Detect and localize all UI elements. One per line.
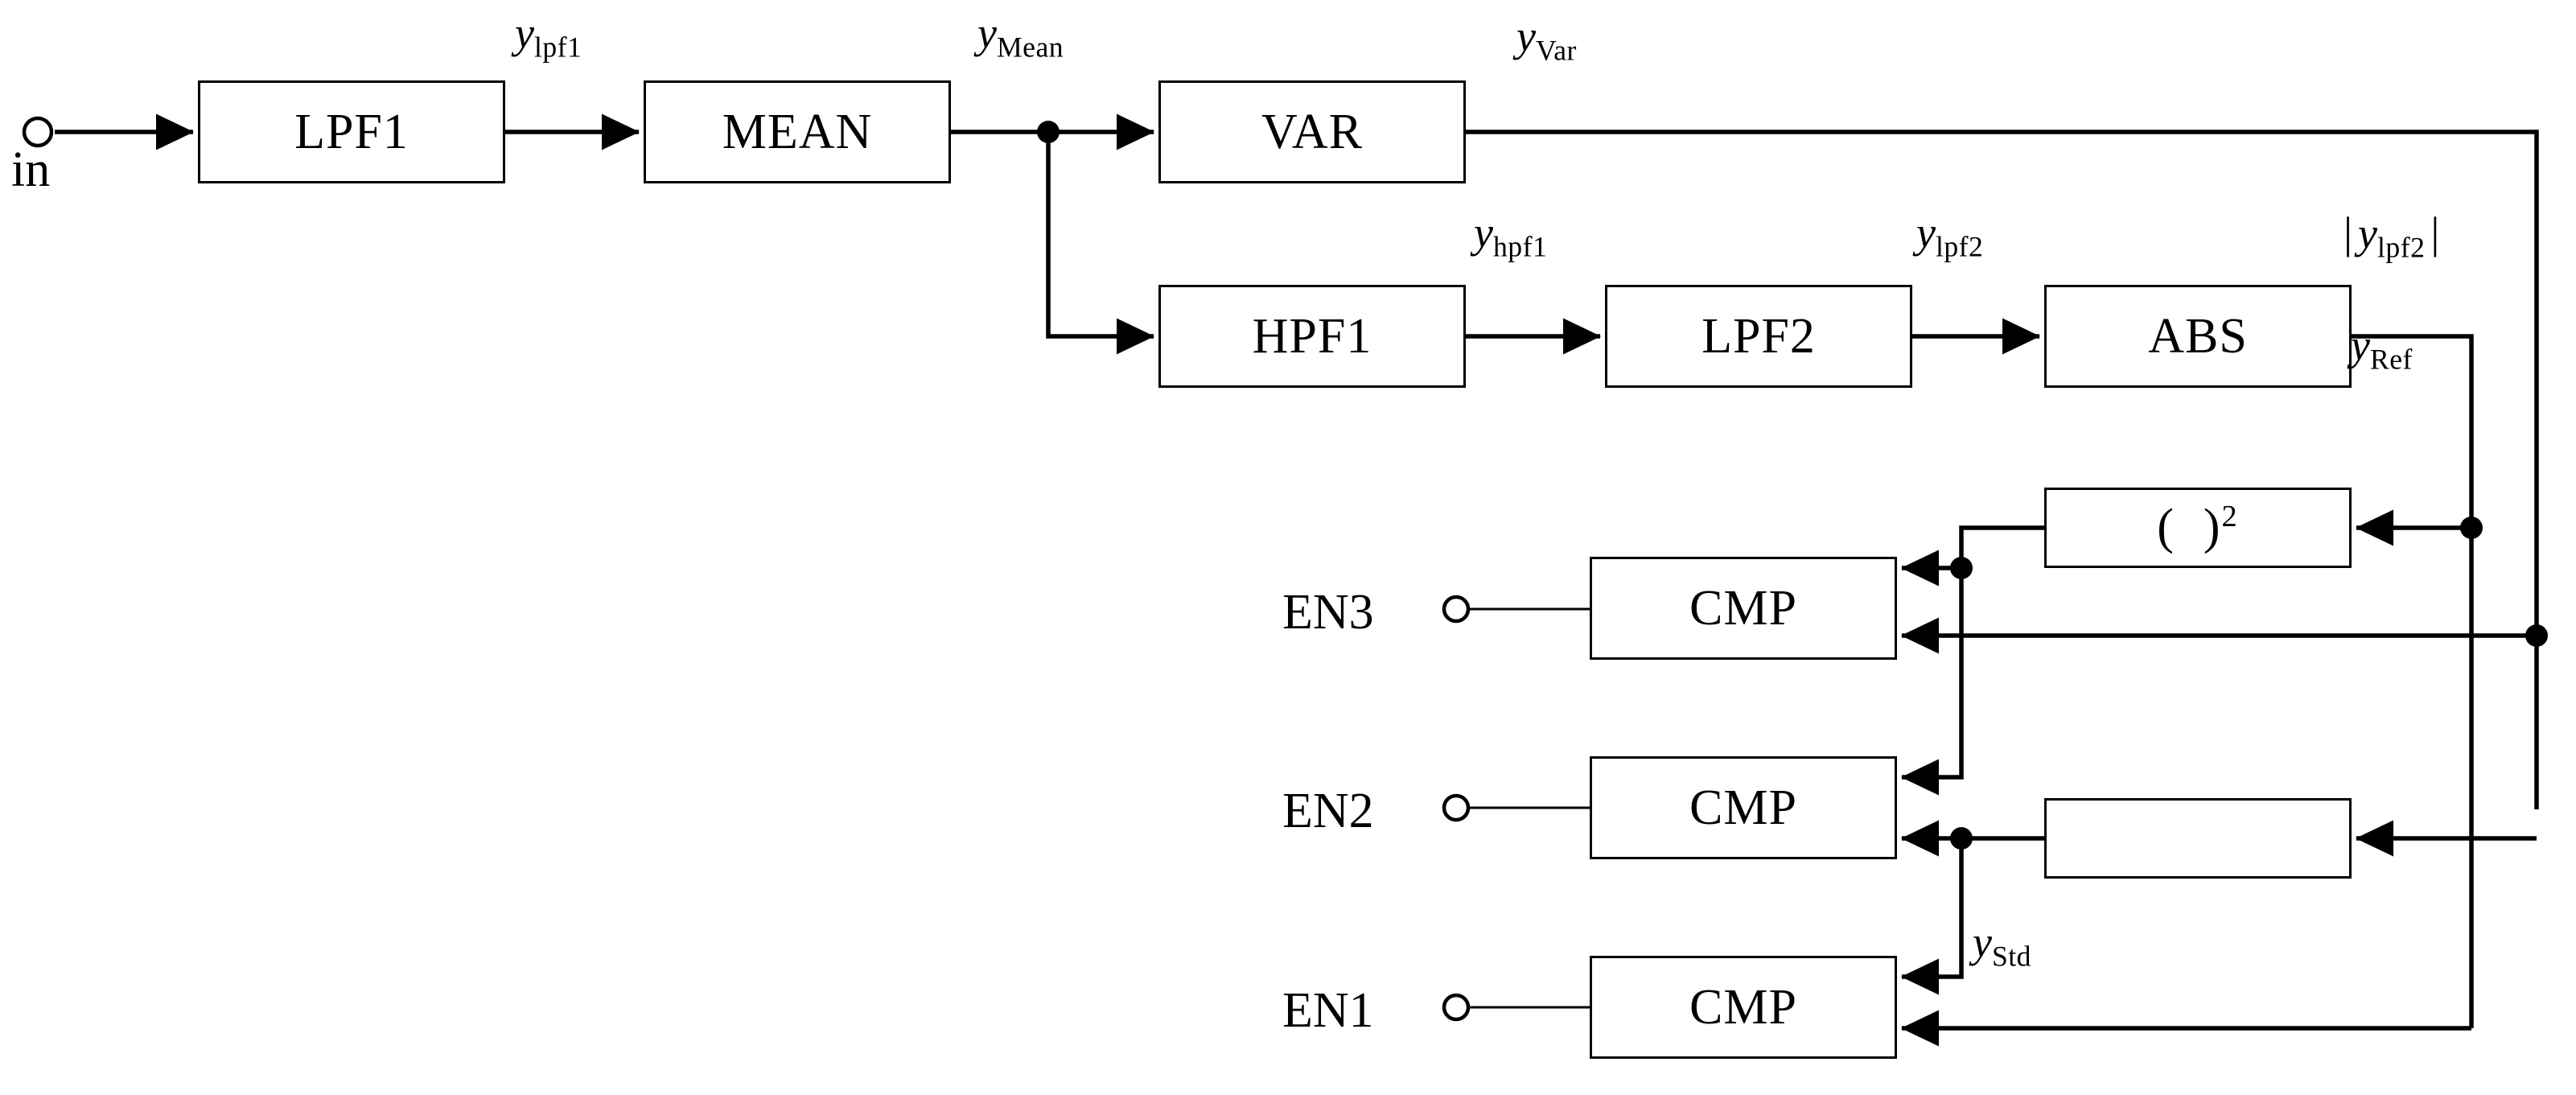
signal-abs-y-lpf2-sub: lpf2: [2377, 231, 2426, 264]
abs-bar-right: |: [2430, 208, 2440, 257]
signal-label-abs-y-lpf2: |ylpf2|: [2338, 208, 2445, 264]
signal-label-y-ref: yRef: [2351, 320, 2413, 376]
block-cmp1[interactable]: CMP: [1590, 956, 1897, 1059]
block-abs-label: ABS: [2148, 308, 2248, 364]
signal-label-y-lpf1: ylpf1: [515, 8, 582, 64]
signal-y-ref-sub: Ref: [2369, 343, 2413, 376]
terminal-en1-text: EN1: [1282, 983, 1374, 1038]
terminal-in-circle: [22, 116, 54, 148]
signal-y-std-base: y: [1973, 918, 1992, 966]
block-var-label: VAR: [1261, 104, 1363, 159]
junction-sqr-branch: [1950, 557, 1973, 579]
terminal-en2-circle: [1442, 793, 1471, 822]
signal-label-y-var: yVar: [1516, 11, 1577, 67]
block-abs[interactable]: ABS: [2044, 285, 2352, 388]
block-hpf1[interactable]: HPF1: [1158, 285, 1466, 388]
signal-label-y-hpf1: yhpf1: [1474, 208, 1547, 263]
abs-bar-left: |: [2344, 208, 2353, 257]
signal-y-lpf1-base: y: [515, 9, 534, 57]
block-sqrt[interactable]: [2044, 798, 2352, 879]
block-lpf1-label: LPF1: [294, 104, 409, 159]
terminal-en3-text: EN3: [1282, 585, 1374, 640]
signal-label-y-lpf2: ylpf2: [1916, 208, 1983, 263]
terminal-label-en3: EN3: [1282, 584, 1374, 641]
block-mean[interactable]: MEAN: [644, 80, 951, 183]
signal-y-std-sub: Std: [1991, 940, 2031, 973]
block-cmp3[interactable]: CMP: [1590, 557, 1897, 660]
block-mean-label: MEAN: [722, 104, 873, 159]
signal-y-hpf1-base: y: [1474, 208, 1493, 257]
terminal-en1-circle: [1442, 993, 1471, 1022]
wire-var-bus: [1466, 130, 2539, 809]
square-operator-icon: ( )2: [2157, 500, 2239, 555]
junction-var-cmp3: [2525, 624, 2548, 647]
signal-y-ref-base: y: [2351, 321, 2370, 369]
junction-ref-squarer: [2460, 517, 2483, 539]
terminal-en2-text: EN2: [1282, 784, 1374, 838]
wire-mean-to-hpf1: [1046, 132, 1155, 355]
block-cmp1-label: CMP: [1689, 979, 1797, 1035]
signal-y-mean-sub: Mean: [996, 31, 1064, 64]
wire-std-to-cmp1: [1900, 838, 1964, 995]
signal-y-lpf2-sub: lpf2: [1935, 230, 1984, 263]
wire-sqr-out: [1900, 525, 2044, 796]
block-cmp2[interactable]: CMP: [1590, 756, 1897, 859]
signal-label-y-std: yStd: [1973, 917, 2031, 973]
signal-label-y-mean: yMean: [977, 8, 1064, 64]
terminal-en3-circle: [1442, 595, 1471, 624]
terminal-label-en1: EN1: [1282, 982, 1374, 1039]
block-cmp2-label: CMP: [1689, 780, 1797, 835]
block-hpf1-label: HPF1: [1252, 308, 1372, 364]
signal-y-var-sub: Var: [1535, 34, 1577, 67]
signal-y-lpf1-sub: lpf1: [533, 31, 582, 64]
terminal-label-en2: EN2: [1282, 783, 1374, 840]
junction-std-branch: [1950, 827, 1973, 850]
block-var[interactable]: VAR: [1158, 80, 1466, 183]
signal-y-mean-base: y: [977, 9, 997, 57]
terminal-label-in: in: [11, 142, 50, 199]
block-lpf1[interactable]: LPF1: [198, 80, 505, 183]
wire-abs-bus: [2352, 334, 2474, 1028]
block-cmp3-label: CMP: [1689, 580, 1797, 636]
signal-y-var-base: y: [1516, 12, 1536, 60]
block-square[interactable]: ( )2: [2044, 488, 2352, 568]
signal-abs-y-lpf2-base: y: [2358, 209, 2377, 257]
junction-mean-split: [1037, 121, 1060, 143]
signal-y-lpf2-base: y: [1916, 208, 1936, 257]
terminal-in-text: in: [11, 142, 51, 197]
block-lpf2-label: LPF2: [1702, 308, 1816, 364]
block-lpf2[interactable]: LPF2: [1605, 285, 1912, 388]
signal-y-hpf1-sub: hpf1: [1492, 230, 1548, 263]
